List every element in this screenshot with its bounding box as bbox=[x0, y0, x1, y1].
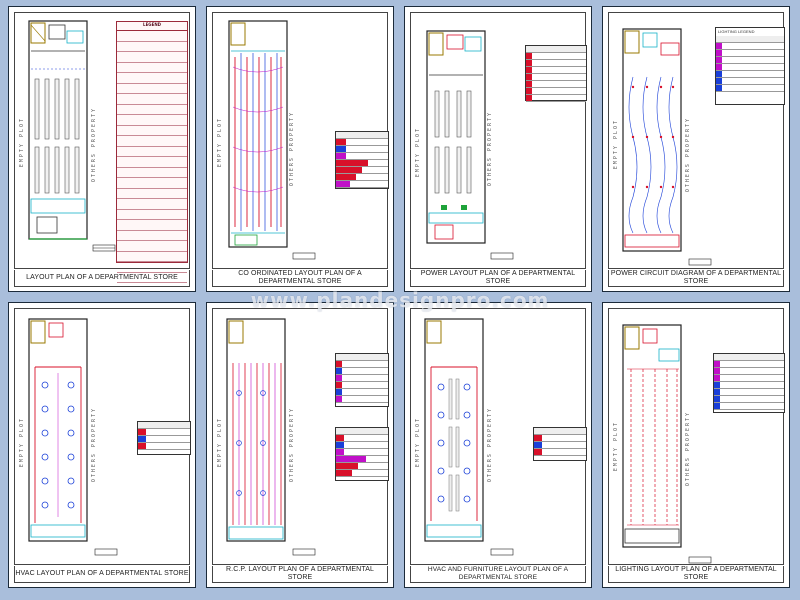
sheet-layout-plan[interactable]: EMPTY PLOT OTHERS PROPERTY LEGEND LAYOUT… bbox=[8, 6, 196, 292]
sheet-title: LAYOUT PLAN OF A DEPARTMENTAL STORE bbox=[14, 270, 190, 287]
others-property-label: OTHERS PROPERTY bbox=[685, 411, 691, 487]
floor-plan-drawing bbox=[426, 30, 514, 260]
others-property-label: OTHERS PROPERTY bbox=[91, 407, 97, 483]
floor-plan-drawing bbox=[622, 28, 712, 266]
legend-table bbox=[525, 45, 587, 102]
floor-plan-drawing bbox=[622, 324, 712, 564]
empty-plot-label: EMPTY PLOT bbox=[19, 417, 25, 468]
sheet-title: HVAC LAYOUT PLAN OF A DEPARTMENTAL STORE bbox=[14, 566, 190, 583]
legend-title: LIGHTING LEGEND bbox=[718, 29, 755, 34]
sheet-title: CO ORDINATED LAYOUT PLAN OF A DEPARTMENT… bbox=[212, 270, 388, 287]
sheet-title: LIGHTING LAYOUT PLAN OF A DEPARTMENTAL S… bbox=[608, 566, 784, 583]
floor-plan-drawing bbox=[228, 20, 316, 260]
empty-plot-label: EMPTY PLOT bbox=[19, 117, 25, 168]
sheet-title: R.C.P. LAYOUT PLAN OF A DEPARTMENTAL STO… bbox=[212, 566, 388, 583]
others-property-label: OTHERS PROPERTY bbox=[487, 111, 493, 187]
sheet-coordinated-layout[interactable]: EMPTY PLOT OTHERS PROPERTY CO ORDINATED … bbox=[206, 6, 394, 292]
empty-plot-label: EMPTY PLOT bbox=[415, 417, 421, 468]
legend-table: LIGHTING LEGEND bbox=[715, 27, 785, 105]
sheet-title-line-1: HVAC AND FURNITURE LAYOUT PLAN OF A bbox=[427, 566, 569, 573]
floor-plan-drawing bbox=[226, 318, 316, 556]
sheet-title: HVAC AND FURNITURE LAYOUT PLAN OF A DEPA… bbox=[410, 566, 586, 583]
drawing-frame bbox=[410, 12, 586, 269]
sheet-lighting-layout[interactable]: EMPTY PLOT OTHERS PROPERTY LIGHTING LAYO… bbox=[602, 302, 790, 588]
drawing-frame bbox=[608, 308, 784, 565]
legend-table bbox=[137, 421, 191, 455]
empty-plot-label: EMPTY PLOT bbox=[613, 421, 619, 472]
legend-table: LEGEND bbox=[116, 21, 188, 283]
legend-title: LEGEND bbox=[117, 22, 187, 31]
others-property-label: OTHERS PROPERTY bbox=[289, 111, 295, 187]
sheet-title: POWER CIRCUIT DIAGRAM OF A DEPARTMENTAL … bbox=[608, 270, 784, 287]
empty-plot-label: EMPTY PLOT bbox=[613, 119, 619, 170]
empty-plot-label: EMPTY PLOT bbox=[415, 127, 421, 178]
drawing-frame bbox=[14, 12, 190, 269]
others-property-label: OTHERS PROPERTY bbox=[487, 407, 493, 483]
sheet-hvac-furniture-layout[interactable]: EMPTY PLOT OTHERS PROPERTY HVAC AND FURN… bbox=[404, 302, 592, 588]
legend-table-2 bbox=[335, 427, 389, 481]
sheet-title: POWER LAYOUT PLAN OF A DEPARTMENTAL STOR… bbox=[410, 270, 586, 287]
floor-plan-drawing bbox=[28, 318, 118, 556]
others-property-label: OTHERS PROPERTY bbox=[289, 407, 295, 483]
empty-plot-label: EMPTY PLOT bbox=[217, 117, 223, 168]
floor-plan-drawing bbox=[424, 318, 514, 556]
sheet-power-circuit[interactable]: EMPTY PLOT OTHERS PROPERTY LIGHTING LEGE… bbox=[602, 6, 790, 292]
legend-table bbox=[713, 353, 785, 413]
sheet-rcp-layout[interactable]: EMPTY PLOT OTHERS PROPERTY R.C.P. LAYOUT… bbox=[206, 302, 394, 588]
others-property-label: OTHERS PROPERTY bbox=[685, 117, 691, 193]
floor-plan-drawing bbox=[28, 20, 116, 252]
legend-table bbox=[335, 131, 389, 189]
drawing-frame bbox=[608, 12, 784, 269]
others-property-label: OTHERS PROPERTY bbox=[91, 107, 97, 183]
sheet-power-layout[interactable]: EMPTY PLOT OTHERS PROPERTY POWER LAYOUT … bbox=[404, 6, 592, 292]
sheet-hvac-layout[interactable]: EMPTY PLOT OTHERS PROPERTY HVAC LAYOUT P… bbox=[8, 302, 196, 588]
empty-plot-label: EMPTY PLOT bbox=[217, 417, 223, 468]
legend-table bbox=[335, 353, 389, 407]
sheet-title-line-2: DEPARTMENTAL STORE bbox=[458, 574, 538, 581]
legend-table bbox=[533, 427, 587, 461]
